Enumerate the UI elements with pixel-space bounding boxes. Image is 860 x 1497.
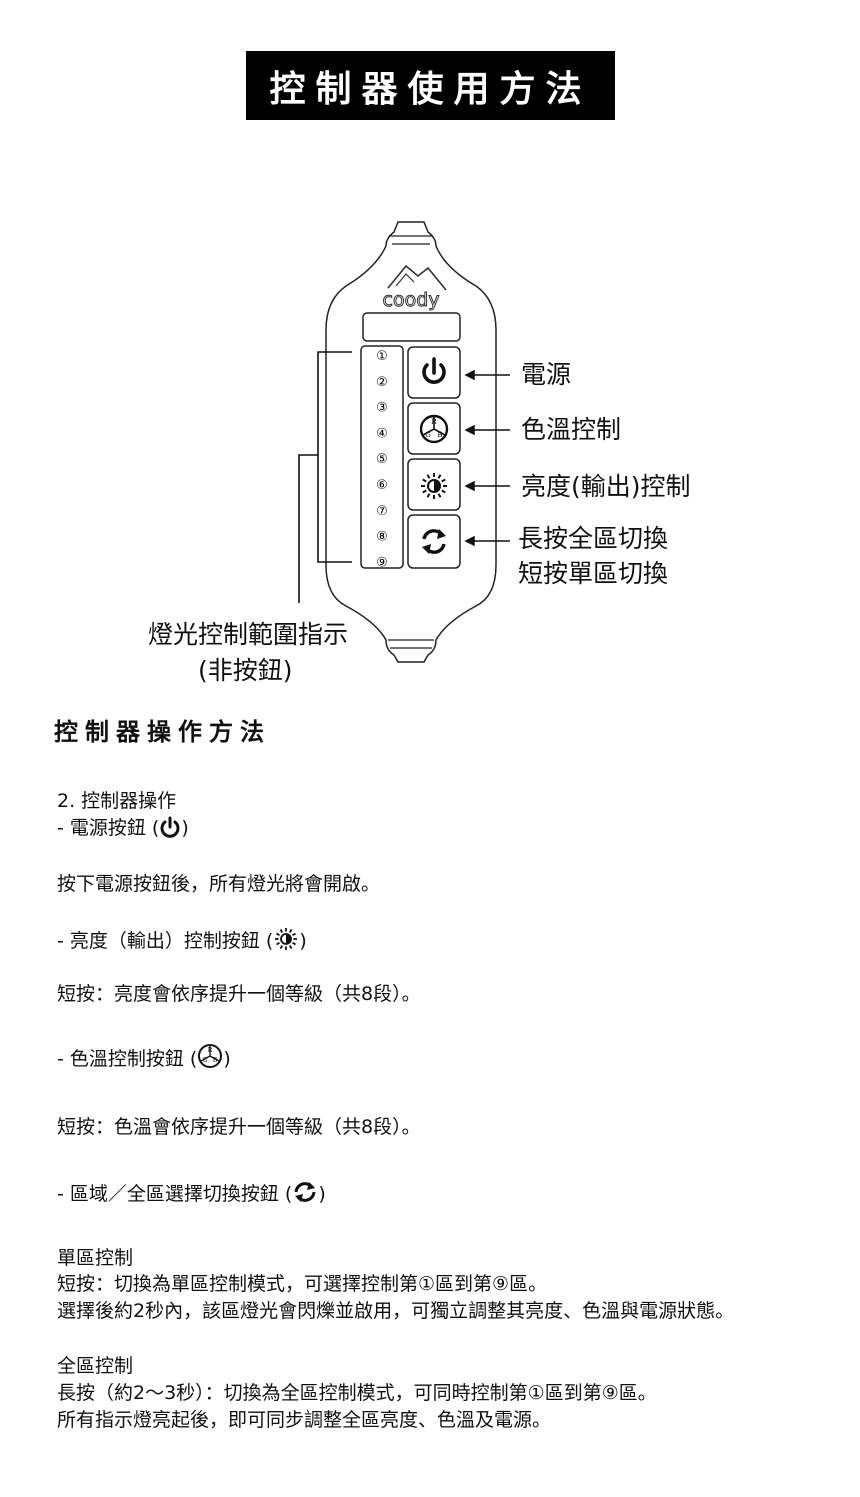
zone-number: ④ (376, 426, 388, 441)
brightness-icon (421, 473, 447, 499)
zone-number: ② (376, 375, 388, 390)
single-zone-line2: 選擇後約2秒內，該區燈光會閃爍並啟用，可獨立調整其亮度、色溫與電源狀態。 (57, 1300, 735, 1322)
power-icon (160, 816, 180, 838)
zone-switch-button[interactable] (407, 514, 461, 569)
color-temp-label: - 色溫控制按鈕 ( (57, 1048, 198, 1070)
power-button[interactable] (407, 346, 461, 399)
callout-power: 電源 (521, 360, 572, 389)
color-temp-desc: 短按：色溫會依序提升一個等級（共8段）。 (57, 1116, 421, 1138)
zone-label-close: ) (318, 1183, 326, 1205)
zone-number: ⑨ (376, 555, 388, 570)
callout-zone-short: 短按單區切換 (518, 559, 669, 588)
brightness-button[interactable] (407, 458, 461, 511)
zone-number: ⑥ (376, 478, 388, 493)
indicator-bracket (298, 351, 352, 603)
brightness-label: - 亮度（輸出）控制按鈕 ( (57, 930, 274, 952)
zone-number: ⑤ (376, 452, 388, 467)
svg-text:G: G (425, 431, 431, 439)
zone-number: ③ (376, 401, 388, 416)
all-zone-line1: 長按（約2～3秒）：切換為全區控制模式，可同時控制第①區到第⑨區。 (57, 1382, 657, 1404)
single-zone-line1: 短按：切換為單區控制模式，可選擇控制第①區到第⑨區。 (57, 1273, 548, 1295)
brightness-icon (275, 928, 298, 950)
callout-indicator-title: 燈光控制範圍指示 (148, 620, 349, 649)
zone-number: ⑧ (376, 530, 388, 545)
step-title: 2. 控制器操作 (57, 790, 177, 812)
all-zone-line2: 所有指示燈亮起後，即可同步調整全區亮度、色溫及電源。 (57, 1409, 552, 1431)
callout-brightness: 亮度(輸出)控制 (521, 472, 691, 501)
svg-text:B: B (213, 1057, 218, 1064)
svg-text:B: B (437, 431, 442, 439)
callout-color-temp: 色溫控制 (521, 415, 622, 444)
refresh-icon (422, 529, 446, 554)
power-desc: 按下電源按鈕後，所有燈光將會開啟。 (57, 873, 381, 895)
color-temp-button[interactable]: R G B (407, 402, 461, 455)
zone-indicator-panel (360, 345, 404, 569)
power-icon (422, 357, 446, 384)
brightness-desc: 短按：亮度會依序提升一個等級（共8段）。 (57, 983, 421, 1005)
section-heading: 控制器操作方法 (54, 718, 271, 746)
svg-text:G: G (203, 1057, 208, 1064)
zone-label-line: - 區域／全區選擇切換按鈕 () (57, 1180, 326, 1206)
svg-text:R: R (431, 418, 437, 426)
zone-label: - 區域／全區選擇切換按鈕 ( (57, 1183, 293, 1205)
zone-number: ⑦ (376, 504, 388, 519)
single-zone-title: 單區控制 (57, 1247, 134, 1269)
controller-diagram: coody ① ② ③ ④ ⑤ ⑥ ⑦ ⑧ ⑨ R G B (298, 221, 510, 663)
page-title: 控制器使用方法 (246, 51, 615, 120)
brightness-label-close: ) (299, 930, 307, 952)
color-temp-label-close: ) (223, 1048, 231, 1070)
power-label: - 電源按鈕 ( (57, 817, 160, 839)
all-zone-title: 全區控制 (57, 1355, 134, 1377)
display-window (362, 312, 461, 342)
refresh-icon (294, 1182, 316, 1202)
zone-number: ① (376, 349, 388, 364)
svg-text:R: R (208, 1047, 213, 1054)
rgb-icon: R G B (419, 414, 449, 444)
brand-logo: coody (382, 264, 447, 312)
callout-zone-long: 長按全區切換 (518, 524, 669, 553)
power-label-close: ) (181, 817, 189, 839)
callout-indicator-note: (非按鈕) (198, 656, 293, 685)
brand-logo-text: coody (383, 289, 440, 311)
power-button-label-line: - 電源按鈕 () (57, 816, 189, 840)
brightness-label-line: - 亮度（輸出）控制按鈕 () (57, 927, 307, 953)
